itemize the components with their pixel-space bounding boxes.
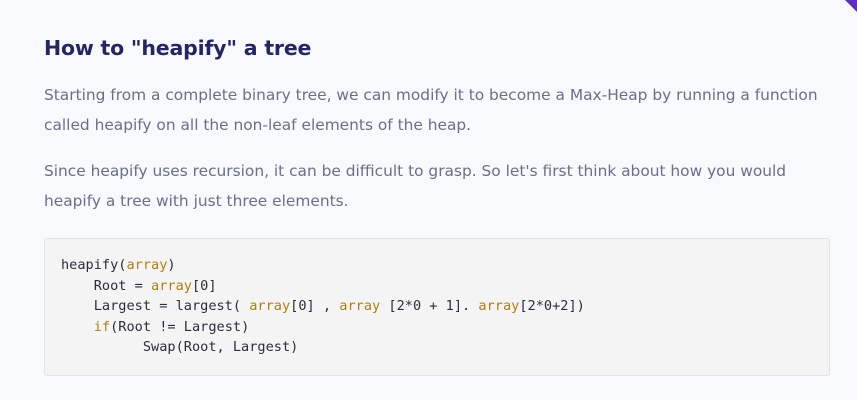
code-keyword: array xyxy=(126,257,168,273)
code-keyword: array xyxy=(478,298,520,314)
code-text: [2*0+2]) xyxy=(519,298,585,314)
code-text: Swap(Root, Largest) xyxy=(61,339,299,355)
code-text: Largest = largest( xyxy=(61,298,250,314)
code-line: Largest = largest( array[0] , array [2*0… xyxy=(61,296,829,317)
code-text: [2*0 + 1]. xyxy=(380,298,479,314)
corner-accent xyxy=(845,0,857,12)
code-text: ) xyxy=(167,257,176,273)
code-text: (Root != Largest) xyxy=(110,318,250,335)
code-text: [0] , xyxy=(290,298,340,314)
code-text: heapify( xyxy=(61,257,127,273)
recursion-paragraph: Since heapify uses recursion, it can be … xyxy=(44,162,787,210)
section-heading: How to "heapify" a tree xyxy=(44,36,312,60)
intro-paragraph: Starting from a complete binary tree, we… xyxy=(44,86,818,134)
code-block: heapify(array) Root = array[0] Largest =… xyxy=(44,238,830,376)
code-text: Root = xyxy=(61,277,152,294)
code-keyword: array xyxy=(151,277,192,294)
code-keyword: if xyxy=(93,318,111,335)
article-section: How to "heapify" a tree Starting from a … xyxy=(44,34,834,376)
code-line: Root = array[0] xyxy=(61,276,829,297)
code-text: [0] xyxy=(191,277,217,294)
code-line: if(Root != Largest) xyxy=(61,317,829,338)
code-keyword: array xyxy=(339,298,381,314)
code-keyword: array xyxy=(249,298,291,314)
code-line: heapify(array) xyxy=(61,255,829,276)
code-line: Swap(Root, Largest) xyxy=(61,337,829,358)
code-text xyxy=(61,319,94,335)
